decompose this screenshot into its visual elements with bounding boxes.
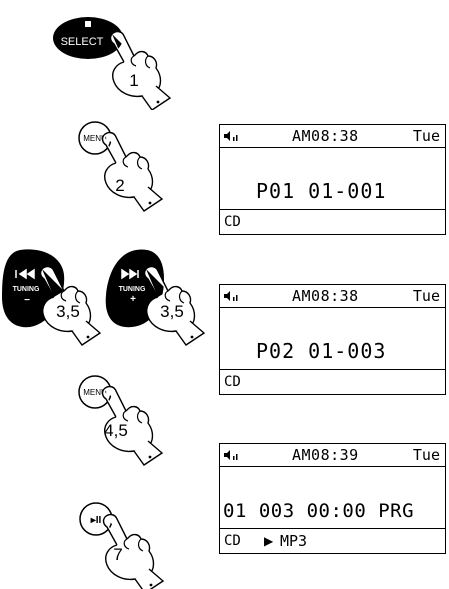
clock: AM08:39: [292, 444, 359, 466]
main-readout: P02 01-003: [220, 308, 445, 369]
source-label: CD: [224, 370, 241, 394]
lcd-display-2: AM08:38 Tue P02 01-003 CD: [219, 284, 446, 395]
select-button-label: SELECT: [61, 36, 104, 48]
select-indicator-icon: [85, 21, 91, 27]
program-status: 01 003 00:00 PRG: [223, 500, 414, 522]
day-of-week: Tue: [413, 285, 440, 307]
clock: AM08:38: [292, 285, 359, 307]
program-track: P01 01-001: [256, 179, 386, 203]
tuning-up-step-illustration: TUNING + 3,5: [102, 245, 212, 355]
menu-step-number: 2: [115, 176, 124, 195]
status-bar: AM08:38 Tue: [220, 285, 445, 308]
source-label: CD: [224, 529, 241, 553]
signal-strength-icon: [223, 129, 241, 143]
play-pause-step-illustration: ▸II 7: [70, 497, 190, 589]
clock: AM08:38: [292, 125, 359, 147]
menu-repeat-step-illustration: MENU 4,5: [70, 370, 190, 470]
select-step-illustration: SELECT 1: [30, 10, 180, 110]
lcd-display-1: AM08:38 Tue P01 01-001 CD: [219, 124, 446, 235]
pointing-hand-icon: [103, 133, 162, 211]
play-pause-icon: ▸II: [90, 515, 102, 526]
day-of-week: Tue: [413, 444, 440, 466]
format-label: MP3: [280, 529, 307, 553]
menu-step-illustration: MENU 2: [70, 115, 190, 215]
main-readout: P01 01-001: [220, 148, 445, 209]
play-pause-step-number: 7: [113, 545, 122, 564]
menu-repeat-step-number: 4,5: [104, 421, 128, 440]
source-label: CD: [224, 210, 241, 234]
source-bar: CD: [220, 209, 445, 234]
tuning-up-label: TUNING: [119, 286, 146, 293]
select-step-number: 1: [129, 71, 138, 90]
tuning-down-label: TUNING: [13, 286, 40, 293]
tuning-up-step-number: 3,5: [160, 302, 184, 321]
tuning-down-sign: −: [24, 295, 30, 306]
day-of-week: Tue: [413, 125, 440, 147]
tuning-up-sign: +: [130, 294, 136, 305]
status-bar: AM08:39 Tue: [220, 444, 445, 467]
tuning-down-step-number: 3,5: [56, 302, 80, 321]
lcd-display-3: AM08:39 Tue 01 003 00:00 PRG CD ▶ MP3: [219, 443, 446, 554]
signal-strength-icon: [223, 448, 241, 462]
source-bar: CD: [220, 369, 445, 394]
signal-strength-icon: [223, 289, 241, 303]
program-track: P02 01-003: [256, 339, 386, 363]
source-bar: CD ▶ MP3: [220, 528, 445, 553]
main-readout: 01 003 00:00 PRG: [220, 467, 445, 528]
status-bar: AM08:38 Tue: [220, 125, 445, 148]
play-indicator-icon: ▶: [264, 529, 273, 553]
tuning-down-step-illustration: TUNING − 3,5: [0, 245, 110, 355]
